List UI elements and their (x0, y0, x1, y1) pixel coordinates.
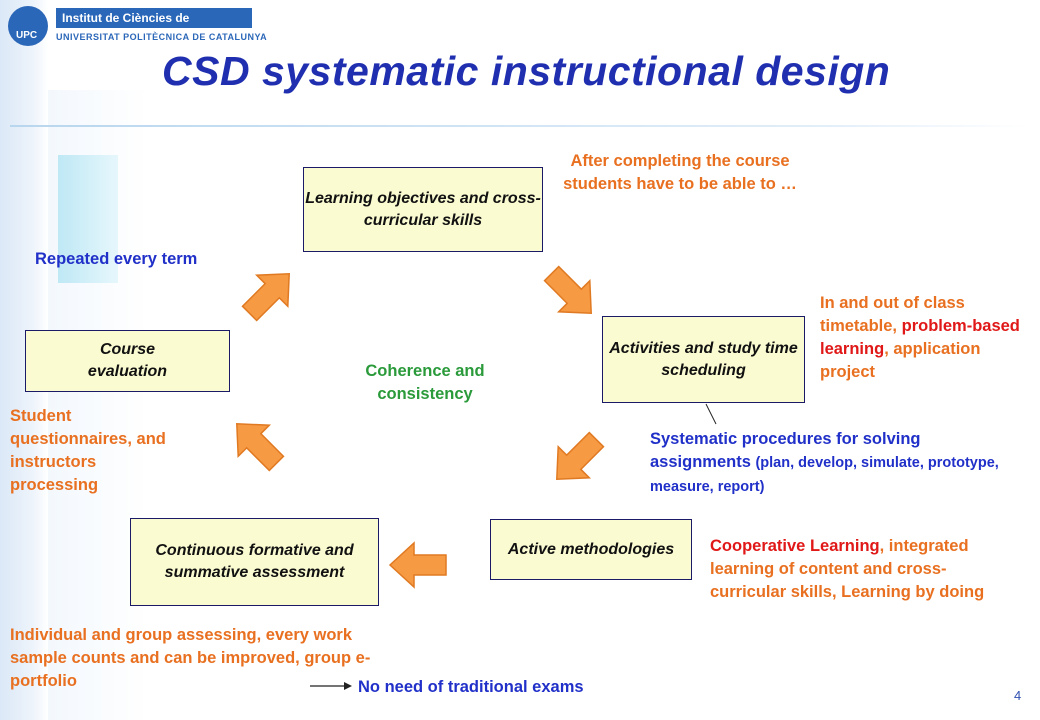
no-exams-arrow-head (344, 682, 352, 690)
note-repeated-every-term: Repeated every term (35, 250, 198, 268)
logo-subtitle: UNIVERSITAT POLITÈCNICA DE CATALUNYA (56, 32, 268, 42)
note-after-completing: After completing the course students hav… (563, 152, 797, 193)
box-course-evaluation: Course evaluation (25, 330, 230, 392)
left-decor-block (58, 155, 118, 283)
title-divider (10, 125, 1030, 127)
arrow-to-objectives (233, 257, 306, 330)
note-cooperative-learning: Cooperative Learning, integrated learnin… (710, 537, 985, 601)
box-continuous-assessment: Continuous formative and summative asses… (130, 518, 379, 606)
pointer-line (705, 403, 717, 425)
box-active-methodologies: Active methodologies (490, 519, 692, 580)
arrow-to-assessment (389, 542, 447, 588)
page-number: 4 (1014, 688, 1022, 703)
note-in-out-class: In and out of class timetable, problem-b… (820, 294, 1020, 381)
upc-logo-mark: UPC (8, 6, 48, 46)
arrow-to-activities (535, 257, 608, 330)
box-activities: Activities and study time scheduling (602, 316, 805, 403)
note-coherence: Coherence and consistency (365, 362, 485, 403)
arrow-to-methodologies (540, 423, 613, 496)
logo-title: Institut de Ciències de l'Educació (56, 8, 252, 45)
page-title: CSD systematic instructional design (162, 48, 891, 94)
note-individual-group: Individual and group assessing, every wo… (10, 626, 371, 690)
upc-logo: UPC Institut de Ciències de l'Educació U… (8, 6, 267, 50)
note-systematic-procedures: Systematic procedures for solving assign… (650, 430, 999, 495)
note-student-questionnaires: Student questionnaires, and instructors … (10, 407, 166, 494)
arrow-to-evaluation (220, 407, 293, 480)
box-learning-objectives: Learning objectives and cross-curricular… (303, 167, 543, 252)
note-no-traditional-exams: No need of traditional exams (358, 678, 584, 696)
